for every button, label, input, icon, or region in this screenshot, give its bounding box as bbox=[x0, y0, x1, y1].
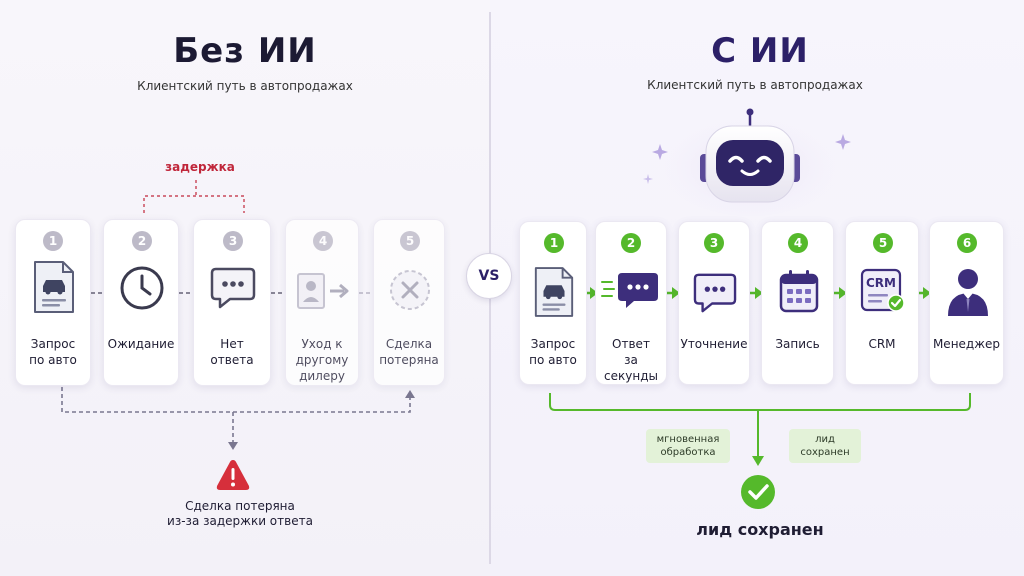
step-label: за секунды bbox=[604, 353, 658, 383]
chat-bubble-icon bbox=[693, 273, 737, 313]
left-step-card: 1 Запрос по авто bbox=[15, 219, 91, 386]
crm-icon-text: CRM bbox=[866, 276, 896, 290]
step-number: 1 bbox=[544, 233, 564, 253]
step-label: Запрос bbox=[30, 337, 76, 351]
manager-icon bbox=[948, 269, 988, 316]
crm-check-icon: CRM bbox=[859, 268, 907, 314]
right-step-card: 1 Запрос по авто bbox=[519, 221, 587, 385]
step-label: по авто bbox=[529, 353, 577, 367]
pill-line: мгновенная bbox=[656, 434, 720, 445]
right-step-card: 3 Уточнение bbox=[678, 221, 750, 385]
step-number: 6 bbox=[957, 233, 977, 253]
step-label: Нет bbox=[220, 337, 244, 351]
car-document-icon bbox=[534, 267, 574, 317]
step-label: Ожидание bbox=[107, 337, 175, 351]
lead-saved-text: лид сохранен bbox=[696, 520, 824, 539]
step-label: CRM bbox=[868, 337, 896, 351]
step-number: 1 bbox=[43, 231, 63, 251]
left-step-card: 5 Сделка потеряна bbox=[373, 219, 445, 386]
warning-icon bbox=[216, 460, 250, 490]
step-label: Сделка bbox=[385, 337, 433, 351]
step-label: Запись bbox=[775, 337, 820, 351]
step-number: 5 bbox=[873, 233, 893, 253]
right-subtitle: Клиентский путь в автопродажах bbox=[647, 78, 863, 92]
step-label: Менеджер bbox=[932, 337, 1001, 351]
step-label: потеряна bbox=[379, 353, 439, 367]
clock-icon bbox=[120, 266, 164, 310]
check-circle-icon bbox=[741, 475, 775, 509]
step-label: Уточнение bbox=[680, 337, 748, 351]
left-subtitle: Клиентский путь в автопродажах bbox=[137, 79, 353, 93]
right-step-card: 5 CRM CRM bbox=[845, 221, 919, 385]
car-document-icon bbox=[34, 261, 74, 313]
lead-saved-pill: лид сохранен bbox=[789, 429, 861, 463]
step-label: Ответ bbox=[612, 337, 650, 351]
lost-deal-line: из-за задержки ответа bbox=[167, 514, 313, 528]
delay-bracket bbox=[143, 195, 245, 213]
left-step-card: 3 Нет ответа bbox=[193, 219, 271, 386]
delay-label: задержка bbox=[165, 160, 235, 174]
step-label: по авто bbox=[29, 353, 77, 367]
lost-deal-line: Сделка потеряна bbox=[185, 499, 295, 513]
pill-line: обработка bbox=[660, 447, 716, 458]
left-step-card: 2 Ожидание bbox=[103, 219, 179, 386]
calendar-icon bbox=[779, 270, 819, 313]
step-number: 4 bbox=[788, 233, 808, 253]
right-step-card: 6 Менеджер bbox=[929, 221, 1004, 385]
right-title: С ИИ bbox=[711, 31, 809, 71]
lost-deal-text: Сделка потеряна из-за задержки ответа bbox=[120, 499, 360, 529]
step-number: 2 bbox=[132, 231, 152, 251]
step-number: 4 bbox=[313, 231, 333, 251]
left-title: Без ИИ bbox=[173, 31, 317, 71]
right-step-card: 2 Ответ за секунды bbox=[595, 221, 667, 385]
pill-line: лид bbox=[815, 434, 835, 445]
left-connectors bbox=[61, 180, 415, 450]
step-number: 2 bbox=[621, 233, 641, 253]
left-step-card: 4 Уход к другому дилеру bbox=[285, 219, 359, 386]
step-label: Уход к bbox=[301, 337, 343, 351]
step-number: 3 bbox=[704, 233, 724, 253]
step-number: 5 bbox=[400, 231, 420, 251]
step-label: ответа bbox=[210, 353, 254, 367]
step-label: дилеру bbox=[299, 369, 345, 383]
pill-line: сохранен bbox=[800, 447, 850, 458]
robot-icon bbox=[643, 108, 851, 216]
vs-badge: VS bbox=[466, 253, 512, 299]
x-circle-icon bbox=[390, 270, 430, 310]
chat-bubble-icon bbox=[210, 267, 256, 309]
step-number: 3 bbox=[223, 231, 243, 251]
instant-processing-pill: мгновенная обработка bbox=[646, 429, 730, 463]
step-label: Запрос bbox=[530, 337, 576, 351]
contact-card-icon bbox=[297, 273, 349, 309]
step-label: другому bbox=[295, 353, 349, 367]
bottom-loop bbox=[61, 387, 411, 413]
right-step-card: 4 Запись bbox=[761, 221, 834, 385]
fast-chat-icon bbox=[601, 273, 658, 308]
